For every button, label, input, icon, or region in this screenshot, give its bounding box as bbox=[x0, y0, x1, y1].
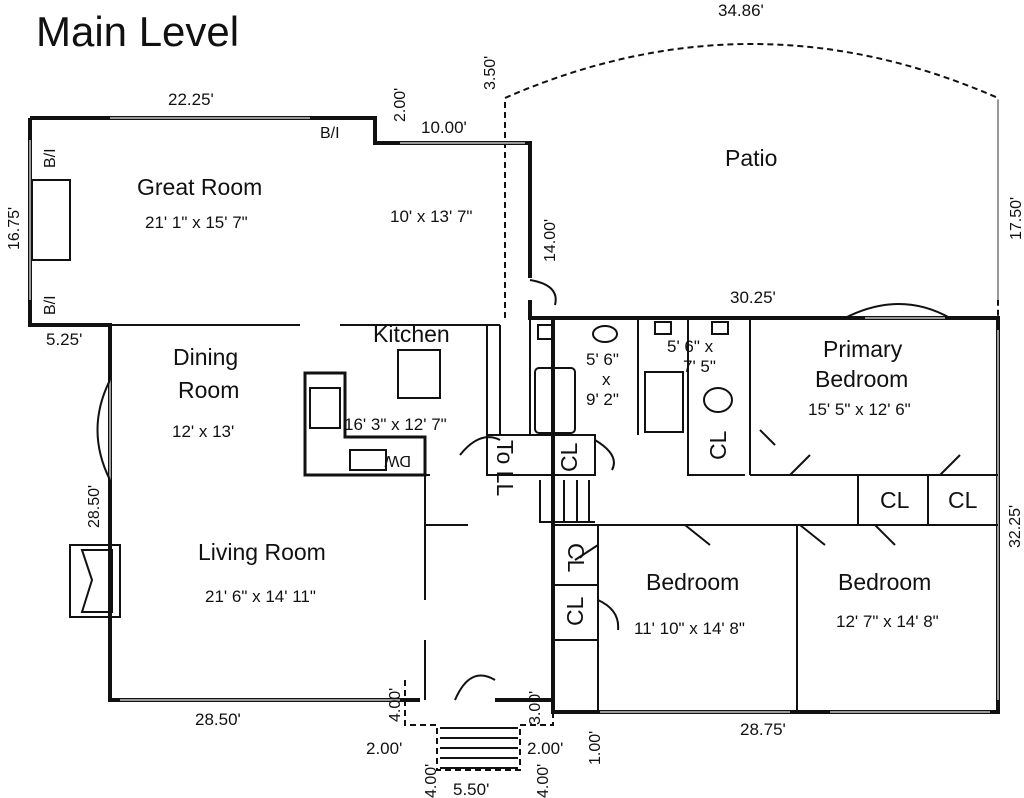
dim-step-right: 2.00' bbox=[527, 739, 563, 758]
great-room-ext-size: 10' x 13' 7" bbox=[390, 207, 472, 226]
dim-ext-top: 10.00' bbox=[421, 118, 467, 137]
dim-great-left: 16.75' bbox=[6, 207, 23, 250]
great-room-label: Great Room bbox=[137, 174, 262, 200]
dim-step-left-depth: 4.00' bbox=[423, 764, 440, 798]
closet-label: CL bbox=[556, 442, 582, 472]
bath1-size-3: 9' 2" bbox=[586, 390, 619, 409]
dim-patio-right: 17.50' bbox=[1008, 197, 1024, 240]
dim-step-right-depth: 4.00' bbox=[535, 764, 552, 798]
bath2-size-2: 7' 5" bbox=[683, 357, 716, 376]
built-in-label: B/I bbox=[320, 125, 340, 142]
bath2-size-1: 5' 6" x bbox=[667, 337, 714, 356]
closet-label: CL bbox=[880, 487, 910, 513]
primary-bedroom-size: 15' 5" x 12' 6" bbox=[808, 400, 911, 419]
bedroom2-size: 11' 10" x 14' 8" bbox=[634, 619, 745, 638]
dim-bottom-left: 28.50' bbox=[195, 710, 241, 729]
primary-bedroom-label-2: Bedroom bbox=[815, 366, 908, 392]
dim-porch-left: 4.00' bbox=[387, 688, 404, 722]
closet-label: CL bbox=[948, 487, 978, 513]
dim-step-left: 2.00' bbox=[366, 739, 402, 758]
dim-patio-arc: 34.86' bbox=[718, 1, 764, 20]
great-room-size: 21' 1" x 15' 7" bbox=[145, 213, 248, 232]
bedroom3-label: Bedroom bbox=[838, 569, 931, 595]
dim-right-main: 32.25' bbox=[1007, 505, 1024, 548]
closet-label: CL bbox=[562, 596, 588, 626]
bath1-size-2: x bbox=[602, 370, 611, 389]
dim-step-offset: 1.00' bbox=[587, 731, 604, 765]
plan-title: Main Level bbox=[36, 8, 239, 55]
dim-bottom-right: 28.75' bbox=[740, 720, 786, 739]
dim-great-top: 22.25' bbox=[168, 90, 214, 109]
dining-size: 12' x 13' bbox=[172, 422, 234, 441]
dim-ext-right: 14.00' bbox=[542, 219, 559, 262]
dim-left-jog: 5.25' bbox=[46, 330, 82, 349]
living-room-label: Living Room bbox=[198, 539, 326, 565]
kitchen-label: Kitchen bbox=[373, 321, 450, 347]
to-lower-level-label: To LL bbox=[492, 440, 518, 496]
dim-jog: 2.00' bbox=[392, 88, 409, 122]
dim-left-main: 28.50' bbox=[86, 485, 103, 528]
dim-patio-side: 3.50' bbox=[482, 56, 499, 90]
dining-label-1: Dining bbox=[173, 344, 238, 370]
bedroom2-label: Bedroom bbox=[646, 569, 739, 595]
dining-label-2: Room bbox=[178, 377, 239, 403]
kitchen-size: 16' 3" x 12' 7" bbox=[344, 415, 447, 434]
walls bbox=[28, 100, 1000, 771]
bath1-size-1: 5' 6" bbox=[586, 350, 619, 369]
bedroom3-size: 12' 7" x 14' 8" bbox=[836, 612, 939, 631]
built-in-label: B/I bbox=[42, 148, 59, 168]
dim-primary-top: 30.25' bbox=[730, 288, 776, 307]
built-in-label: B/I bbox=[42, 295, 59, 315]
dim-porch-right: 3.00' bbox=[527, 691, 544, 725]
dishwasher-label: DW bbox=[383, 452, 411, 469]
living-room-size: 21' 6" x 14' 11" bbox=[205, 587, 316, 606]
closet-label: CL bbox=[563, 543, 589, 573]
dim-step-width: 5.50' bbox=[453, 780, 489, 798]
primary-bedroom-label-1: Primary bbox=[823, 336, 903, 362]
patio-label: Patio bbox=[725, 145, 777, 171]
patio-outline bbox=[504, 43, 999, 318]
closet-label: CL bbox=[705, 430, 731, 460]
